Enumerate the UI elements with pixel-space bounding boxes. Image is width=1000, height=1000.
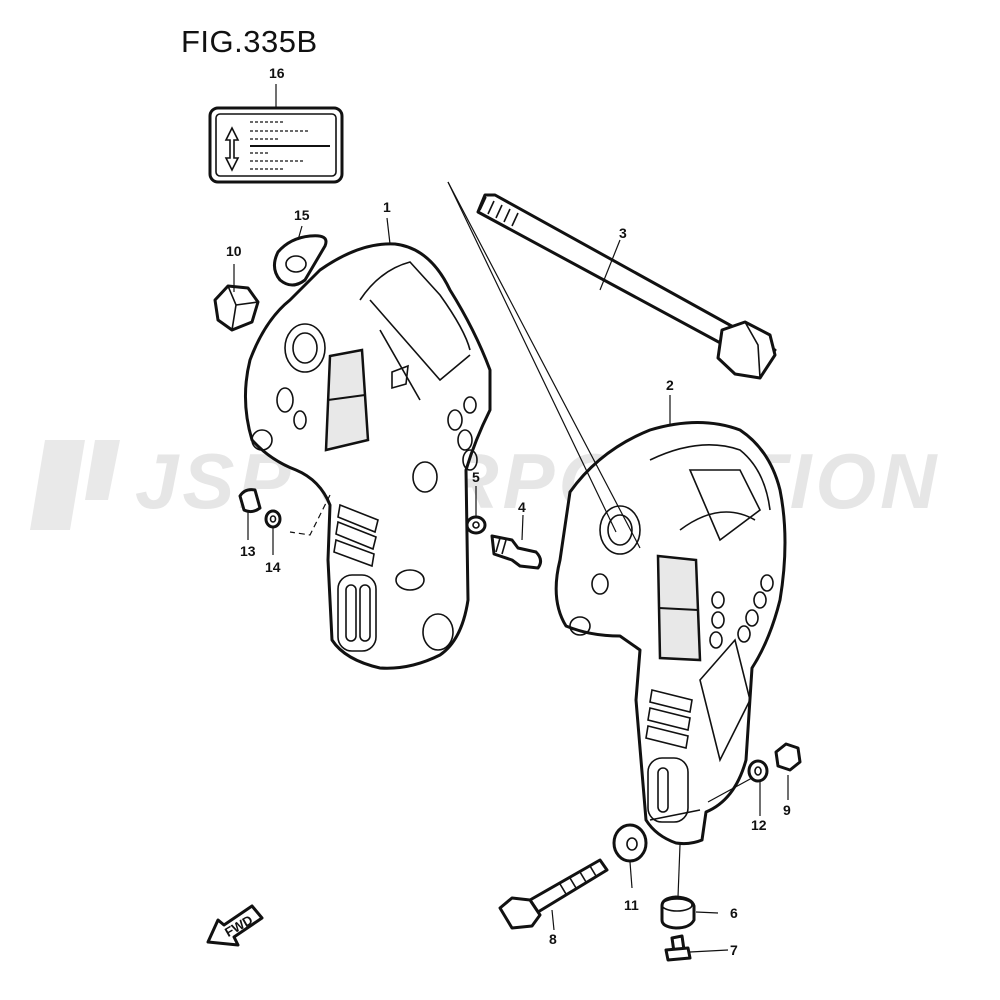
callout-16: 16: [269, 65, 285, 81]
callout-6: 6: [730, 905, 738, 921]
washer-part-12: [747, 759, 769, 783]
washer-part-14: [264, 509, 282, 529]
callout-12: 12: [751, 817, 767, 833]
stud-part-4: [490, 534, 543, 570]
callout-4: 4: [518, 499, 526, 515]
callout-15: 15: [294, 207, 310, 223]
screw-part-7: [664, 934, 692, 962]
label-plate-part: [208, 106, 344, 184]
callout-9: 9: [783, 802, 791, 818]
callout-8: 8: [549, 931, 557, 947]
nut-part-9: [774, 742, 802, 772]
figure-title: FIG.335B: [181, 24, 318, 59]
callout-labels: 16 1 2 3 4 5 6 7 8 9 10 11 12 13 14 15: [226, 65, 791, 958]
callout-10: 10: [226, 243, 242, 259]
callout-2: 2: [666, 377, 674, 393]
washer-part-11: [612, 823, 648, 863]
callout-3: 3: [619, 225, 627, 241]
long-bolt-part: [476, 193, 777, 380]
leader-lines: [233, 84, 789, 953]
bushing-part-13: [238, 488, 262, 514]
callout-5: 5: [472, 469, 480, 485]
fwd-arrow-icon: FWD: [206, 904, 264, 947]
stern-bracket-right-part: [554, 421, 787, 846]
small-plate-part: [273, 234, 328, 287]
nut-part-10: [213, 284, 260, 332]
callout-14: 14: [265, 559, 281, 575]
callout-7: 7: [730, 942, 738, 958]
callout-11: 11: [624, 897, 639, 913]
pad-part-6: [660, 895, 696, 930]
washer-part-5: [465, 515, 487, 535]
watermark: JSP CORPORATION: [30, 437, 936, 530]
bolt-part-8: [498, 858, 609, 930]
callout-1: 1: [383, 199, 391, 215]
callout-13: 13: [240, 543, 256, 559]
stern-bracket-left-part: [244, 242, 492, 670]
